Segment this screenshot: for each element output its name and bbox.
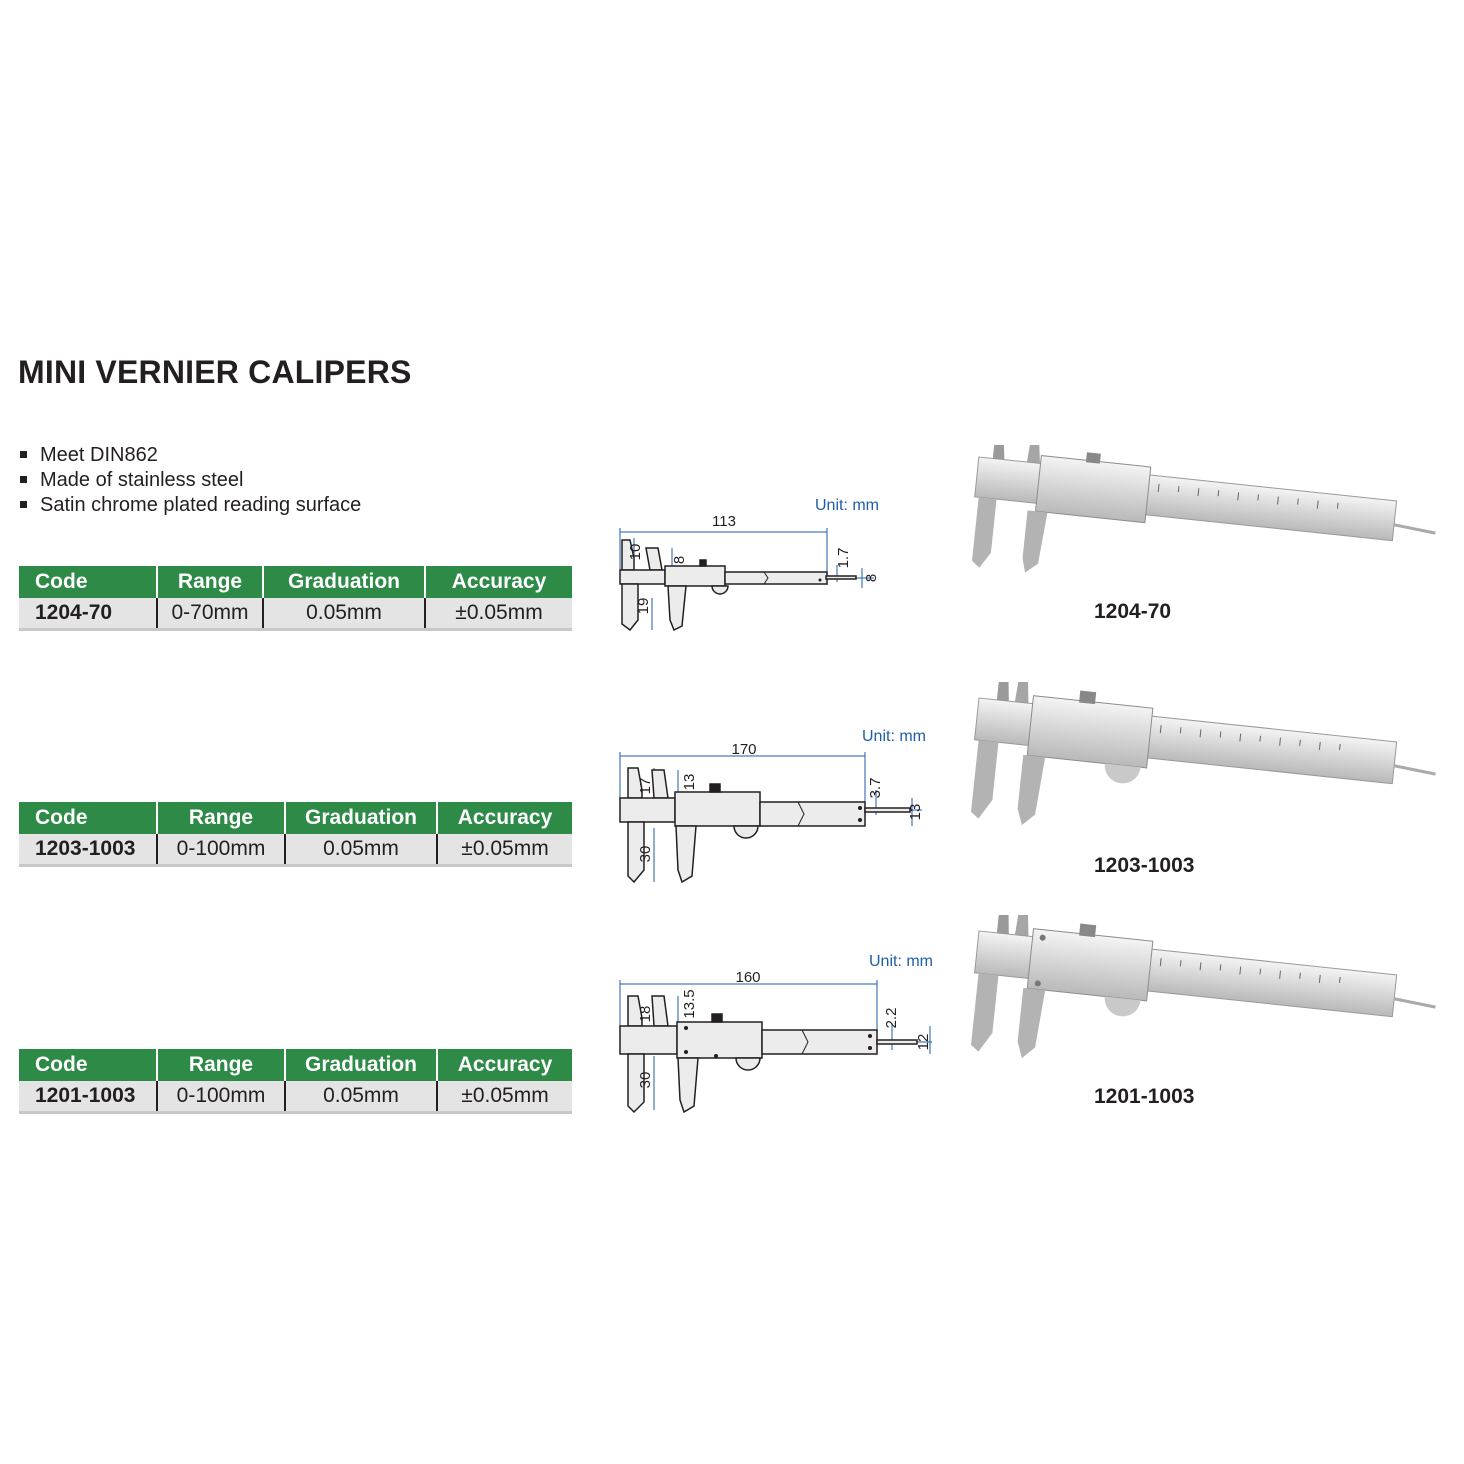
header-range: Range <box>156 1049 285 1081</box>
dimension-drawing-1203-1003: 170 17 13 30 3.7 13 <box>619 741 924 884</box>
header-accuracy: Accuracy <box>424 566 572 598</box>
dim-upper-jaw: 17 <box>637 778 654 795</box>
table-row: 1203-1003 0-100mm 0.05mm ±0.05mm <box>19 834 572 867</box>
caliper-photo-1204-70 <box>971 445 1436 573</box>
dim-depth-rod: 3.7 <box>867 778 884 799</box>
dim-lower-jaw: 19 <box>635 598 652 615</box>
header-code: Code <box>19 566 157 598</box>
unit-label: Unit: mm <box>869 953 933 970</box>
model-label: 1201-1003 <box>1094 1085 1195 1108</box>
cell-code: 1204-70 <box>19 598 157 631</box>
header-graduation: Graduation <box>284 802 437 834</box>
dim-depth-rod: 2.2 <box>883 1008 900 1029</box>
spec-table-1201-1003: Code Range Graduation Accuracy 1201-1003… <box>19 1049 572 1114</box>
dim-upper-jaw-inner: 13 <box>681 774 698 791</box>
dim-beam: 12 <box>915 1034 932 1051</box>
feature-item: Satin chrome plated reading surface <box>20 493 361 518</box>
cell-graduation: 0.05mm <box>284 834 437 867</box>
unit-label: Unit: mm <box>815 497 879 514</box>
header-graduation: Graduation <box>284 1049 437 1081</box>
spec-table-1204-70: Code Range Graduation Accuracy 1204-70 0… <box>19 566 572 631</box>
caliper-photo-1203-1003 <box>971 682 1436 826</box>
cell-accuracy: ±0.05mm <box>424 598 572 631</box>
dim-length: 170 <box>731 741 756 758</box>
dim-upper-jaw-inner: 13.5 <box>681 989 698 1018</box>
header-code: Code <box>19 802 157 834</box>
caliper-photo-1201-1003 <box>971 915 1436 1059</box>
header-graduation: Graduation <box>262 566 425 598</box>
header-accuracy: Accuracy <box>436 802 572 834</box>
model-label: 1203-1003 <box>1094 854 1195 877</box>
header-accuracy: Accuracy <box>436 1049 572 1081</box>
dim-lower-jaw: 30 <box>637 1072 654 1089</box>
feature-item: Meet DIN862 <box>20 443 361 468</box>
dim-lower-jaw: 30 <box>637 846 654 863</box>
dim-length: 160 <box>735 969 760 986</box>
dim-upper-jaw-inner: 8 <box>671 556 688 564</box>
cell-graduation: 0.05mm <box>284 1081 437 1114</box>
cell-accuracy: ±0.05mm <box>436 1081 572 1114</box>
spec-table-1203-1003: Code Range Graduation Accuracy 1203-1003… <box>19 802 572 867</box>
cell-graduation: 0.05mm <box>262 598 425 631</box>
cell-range: 0-70mm <box>156 598 263 631</box>
cell-code: 1201-1003 <box>19 1081 157 1114</box>
dim-beam: 13 <box>907 804 924 821</box>
header-code: Code <box>19 1049 157 1081</box>
unit-label: Unit: mm <box>862 728 926 745</box>
cell-range: 0-100mm <box>156 834 285 867</box>
model-label: 1204-70 <box>1094 600 1172 623</box>
table-row: 1204-70 0-70mm 0.05mm ±0.05mm <box>19 598 572 631</box>
dim-upper-jaw: 18 <box>637 1006 654 1023</box>
table-row: 1201-1003 0-100mm 0.05mm ±0.05mm <box>19 1081 572 1114</box>
dim-upper-jaw: 10 <box>627 544 644 561</box>
cell-code: 1203-1003 <box>19 834 157 867</box>
cell-range: 0-100mm <box>156 1081 285 1114</box>
dimension-drawing-1204-70: 113 10 8 19 1.7 8 <box>619 513 880 632</box>
dim-length: 113 <box>712 513 736 530</box>
feature-list: Meet DIN862 Made of stainless steel Sati… <box>20 443 361 518</box>
dimension-drawing-1201-1003: 160 18 13.5 30 2.2 12 <box>619 969 932 1114</box>
page-title: MINI VERNIER CALIPERS <box>18 354 412 390</box>
dim-beam: 8 <box>863 574 880 582</box>
feature-item: Made of stainless steel <box>20 468 361 493</box>
dim-depth-rod: 1.7 <box>835 548 852 569</box>
header-range: Range <box>156 802 285 834</box>
header-range: Range <box>156 566 263 598</box>
cell-accuracy: ±0.05mm <box>436 834 572 867</box>
